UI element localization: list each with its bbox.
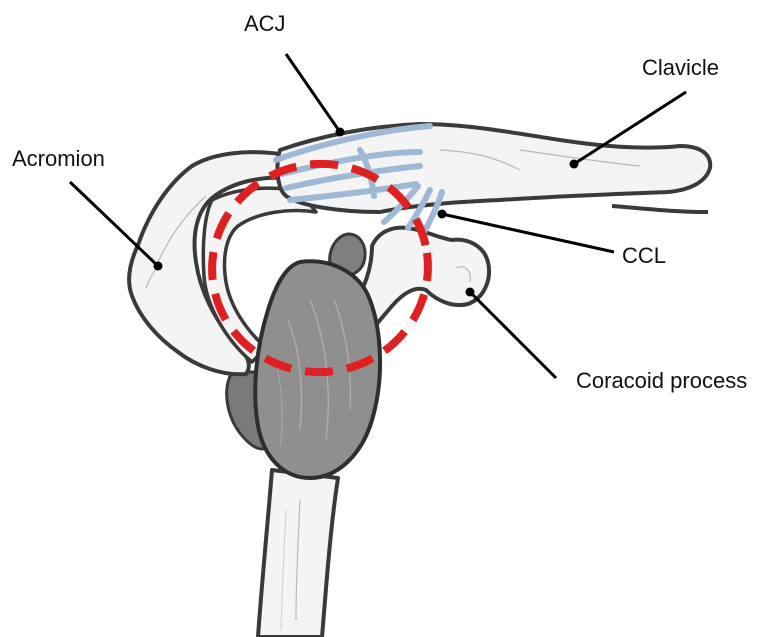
leader-line-coracoid xyxy=(470,292,556,378)
label-acj: ACJ xyxy=(244,13,286,35)
leader-dot-clavicle xyxy=(570,160,579,169)
label-ccl: CCL xyxy=(622,245,666,267)
label-clavicle: Clavicle xyxy=(642,57,719,79)
leader-line-acj xyxy=(286,54,340,132)
leader-dot-ccl xyxy=(438,210,447,219)
label-acromion: Acromion xyxy=(12,148,105,170)
leader-dot-coracoid xyxy=(466,288,475,297)
label-coracoid-process: Coracoid process xyxy=(576,370,747,392)
leader-dot-acj xyxy=(336,128,345,137)
clavicle-bone xyxy=(278,124,711,212)
leader-dot-acromion xyxy=(154,262,163,271)
